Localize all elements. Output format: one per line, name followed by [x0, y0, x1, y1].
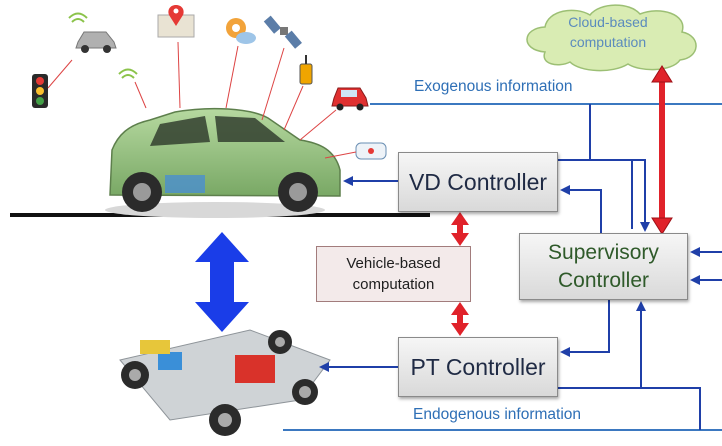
supervisory-line1: Supervisory	[548, 240, 659, 264]
exogenous-information-label: Exogenous information	[414, 78, 573, 95]
weather-gear-icon	[226, 18, 256, 44]
wifi-icon	[118, 68, 138, 79]
supervisory-controller-box: Supervisory Controller	[519, 233, 688, 300]
gps-handheld-icon	[299, 55, 313, 85]
large-double-arrow	[195, 232, 249, 332]
cloud-line1: Cloud-based	[568, 14, 648, 30]
vehicle-pt-red-arrow	[451, 302, 469, 336]
chassis-illustration	[119, 329, 331, 436]
wireless-car-icon	[68, 12, 117, 53]
cloud-shape	[526, 4, 697, 72]
pt-controller-box: PT Controller	[398, 337, 558, 397]
vehicle-based-line1: Vehicle-based	[346, 255, 441, 272]
red-car-icon	[331, 87, 369, 111]
cloud-line2: computation	[569, 34, 647, 50]
vehicle-based-computation-box: Vehicle-based computation	[316, 246, 471, 302]
endogenous-information-label: Endogenous information	[413, 406, 582, 423]
traffic-light-icon	[32, 74, 48, 108]
icon-connector-lines	[47, 41, 357, 159]
control-arrows	[319, 104, 722, 430]
map-pin-icon	[157, 5, 195, 38]
vd-vehicle-red-arrow	[451, 212, 469, 246]
satellite-icon	[263, 15, 302, 49]
vehicle-sensor-diagram-icon	[355, 142, 387, 160]
cloud-computation-label: Cloud-based computation	[530, 12, 686, 52]
vd-controller-box: VD Controller	[398, 152, 558, 212]
vehicle-based-line2: computation	[352, 276, 435, 293]
cloud-supervisory-red-arrow	[651, 65, 673, 235]
supervisory-line2: Controller	[557, 268, 650, 292]
car-illustration	[105, 107, 341, 218]
